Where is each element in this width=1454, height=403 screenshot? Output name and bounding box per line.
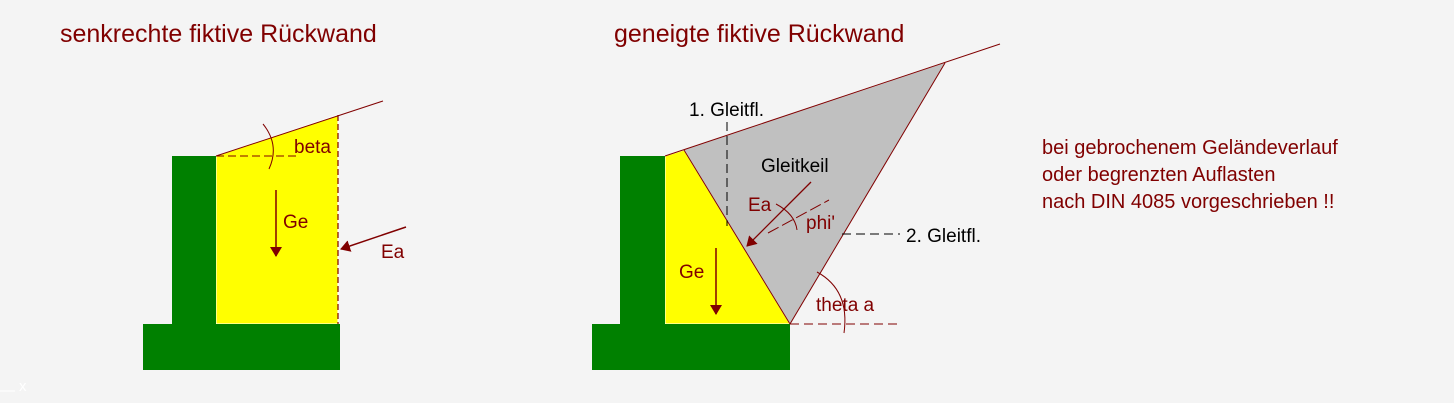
earth-pressure-arrow-icon bbox=[340, 226, 407, 252]
phi-label: phi' bbox=[806, 213, 835, 234]
beta-label: beta bbox=[294, 137, 331, 158]
right-diagram: geneigte fiktive Rückwand 1. Gleitfl. 2.… bbox=[592, 20, 1001, 370]
slip-surface-line bbox=[789, 62, 946, 325]
normal-reference-line bbox=[767, 199, 830, 234]
ge-label: Ge bbox=[283, 212, 308, 233]
wall-footing bbox=[143, 324, 340, 370]
earth-pressure-arrow-icon bbox=[746, 181, 812, 247]
theta-label: theta a bbox=[816, 295, 875, 316]
right-title: geneigte fiktive Rückwand bbox=[614, 20, 904, 48]
note-line: oder begrenzten Auflasten bbox=[1042, 164, 1276, 186]
ea-label: Ea bbox=[748, 195, 772, 216]
inclined-back-wall-line bbox=[683, 149, 791, 325]
ge-label: Ge bbox=[679, 262, 704, 283]
slip-surface-1-label: 1. Gleitfl. bbox=[689, 100, 764, 121]
ground-surface-line bbox=[215, 100, 384, 157]
ground-surface-line bbox=[664, 43, 1001, 157]
note-line: nach DIN 4085 vorgeschrieben !! bbox=[1042, 191, 1335, 213]
theta-angle-arc bbox=[816, 271, 846, 334]
beta-angle-arc bbox=[262, 123, 274, 170]
slip-wedge-label: Gleitkeil bbox=[761, 156, 829, 177]
corner-mark: x bbox=[19, 378, 27, 395]
note-line: bei gebrochenem Geländeverlauf bbox=[1042, 137, 1338, 159]
wall-footing bbox=[592, 324, 790, 370]
left-diagram: senkrechte fiktive Rückwand beta Ge Ea bbox=[60, 20, 407, 370]
ea-label: Ea bbox=[381, 242, 405, 263]
slip-surface-2-label: 2. Gleitfl. bbox=[906, 226, 981, 247]
wall-stem bbox=[620, 156, 665, 324]
note-text: bei gebrochenem Geländeverlauf oder begr… bbox=[1042, 135, 1338, 216]
wall-stem bbox=[172, 156, 216, 324]
left-title: senkrechte fiktive Rückwand bbox=[60, 20, 377, 48]
phi-angle-arc bbox=[775, 203, 798, 231]
